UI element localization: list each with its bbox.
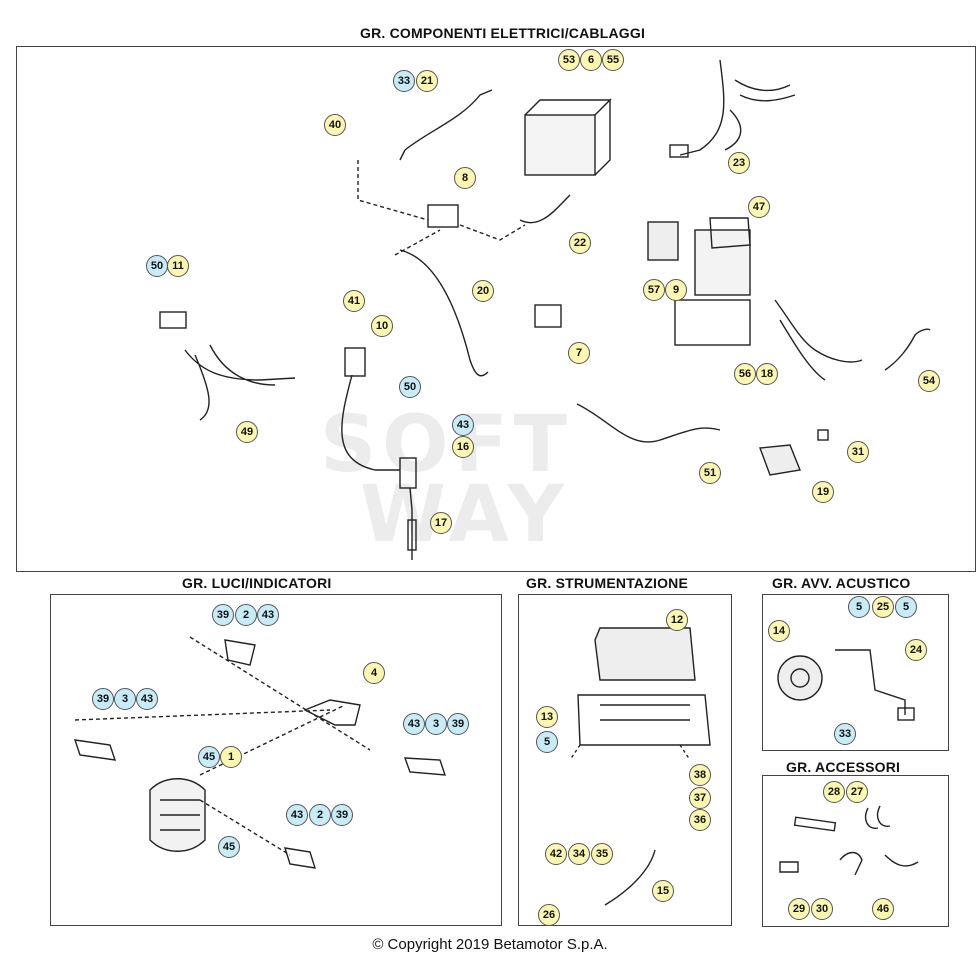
panel-luci-indicatori <box>50 594 502 926</box>
callout-49[interactable]: 49 <box>236 421 258 443</box>
callout-5-horn-right[interactable]: 5 <box>895 596 917 618</box>
callout-35[interactable]: 35 <box>591 843 613 865</box>
callout-55[interactable]: 55 <box>602 49 624 71</box>
callout-24[interactable]: 24 <box>905 639 927 661</box>
group-title-componenti-elettrici: GR. COMPONENTI ELETTRICI/CABLAGGI <box>356 25 650 41</box>
callout-20[interactable]: 20 <box>472 280 494 302</box>
callout-28[interactable]: 28 <box>823 781 845 803</box>
callout-53[interactable]: 53 <box>558 49 580 71</box>
watermark-line2: WAY <box>360 470 570 560</box>
callout-2-bottom[interactable]: 2 <box>309 804 331 826</box>
callout-54[interactable]: 54 <box>918 370 940 392</box>
copyright-text: © Copyright 2019 Betamotor S.p.A. <box>372 936 608 953</box>
callout-8[interactable]: 8 <box>454 167 476 189</box>
callout-47[interactable]: 47 <box>748 196 770 218</box>
callout-25[interactable]: 25 <box>872 596 894 618</box>
callout-43-luci[interactable]: 43 <box>257 604 279 626</box>
callout-13[interactable]: 13 <box>536 706 558 728</box>
callout-30[interactable]: 30 <box>811 898 833 920</box>
group-title-avv-acustico: GR. AVV. ACUSTICO <box>768 575 915 591</box>
callout-14[interactable]: 14 <box>768 620 790 642</box>
callout-3-left[interactable]: 3 <box>114 688 136 710</box>
callout-45-bottom[interactable]: 45 <box>218 836 240 858</box>
callout-5-horn-left[interactable]: 5 <box>848 596 870 618</box>
callout-46[interactable]: 46 <box>872 898 894 920</box>
callout-29[interactable]: 29 <box>788 898 810 920</box>
callout-51[interactable]: 51 <box>699 462 721 484</box>
callout-17[interactable]: 17 <box>430 512 452 534</box>
callout-1[interactable]: 1 <box>220 746 242 768</box>
callout-56[interactable]: 56 <box>734 363 756 385</box>
callout-6[interactable]: 6 <box>580 49 602 71</box>
callout-5-strumentazione[interactable]: 5 <box>536 731 558 753</box>
group-title-luci-indicatori: GR. LUCI/INDICATORI <box>178 575 336 591</box>
callout-40[interactable]: 40 <box>324 114 346 136</box>
panel-strumentazione <box>518 594 732 926</box>
callout-37[interactable]: 37 <box>689 787 711 809</box>
callout-18[interactable]: 18 <box>756 363 778 385</box>
callout-21[interactable]: 21 <box>416 70 438 92</box>
callout-50-b[interactable]: 50 <box>399 376 421 398</box>
callout-39-right[interactable]: 39 <box>447 713 469 735</box>
group-title-accessori: GR. ACCESSORI <box>782 759 905 775</box>
callout-34[interactable]: 34 <box>568 843 590 865</box>
callout-41[interactable]: 41 <box>343 290 365 312</box>
callout-57[interactable]: 57 <box>643 279 665 301</box>
callout-27[interactable]: 27 <box>846 781 868 803</box>
callout-16[interactable]: 16 <box>452 436 474 458</box>
callout-43[interactable]: 43 <box>452 414 474 436</box>
callout-2[interactable]: 2 <box>235 604 257 626</box>
callout-15[interactable]: 15 <box>652 880 674 902</box>
callout-4[interactable]: 4 <box>363 662 385 684</box>
callout-39[interactable]: 39 <box>212 604 234 626</box>
callout-31[interactable]: 31 <box>847 441 869 463</box>
callout-19[interactable]: 19 <box>812 481 834 503</box>
group-title-strumentazione: GR. STRUMENTAZIONE <box>522 575 693 591</box>
callout-42[interactable]: 42 <box>545 843 567 865</box>
callout-9[interactable]: 9 <box>665 279 687 301</box>
callout-45[interactable]: 45 <box>198 746 220 768</box>
callout-33[interactable]: 33 <box>393 70 415 92</box>
callout-7[interactable]: 7 <box>568 342 590 364</box>
callout-26[interactable]: 26 <box>538 904 560 926</box>
callout-39-bottom[interactable]: 39 <box>331 804 353 826</box>
callout-38[interactable]: 38 <box>689 764 711 786</box>
callout-12[interactable]: 12 <box>666 609 688 631</box>
callout-43-bottom[interactable]: 43 <box>286 804 308 826</box>
callout-43-right[interactable]: 43 <box>403 713 425 735</box>
callout-22[interactable]: 22 <box>569 232 591 254</box>
callout-11[interactable]: 11 <box>167 255 189 277</box>
callout-50[interactable]: 50 <box>146 255 168 277</box>
callout-23[interactable]: 23 <box>728 152 750 174</box>
callout-3-right[interactable]: 3 <box>425 713 447 735</box>
callout-43-left[interactable]: 43 <box>136 688 158 710</box>
callout-36[interactable]: 36 <box>689 809 711 831</box>
callout-33-horn[interactable]: 33 <box>834 723 856 745</box>
callout-39-left[interactable]: 39 <box>92 688 114 710</box>
callout-10[interactable]: 10 <box>371 315 393 337</box>
